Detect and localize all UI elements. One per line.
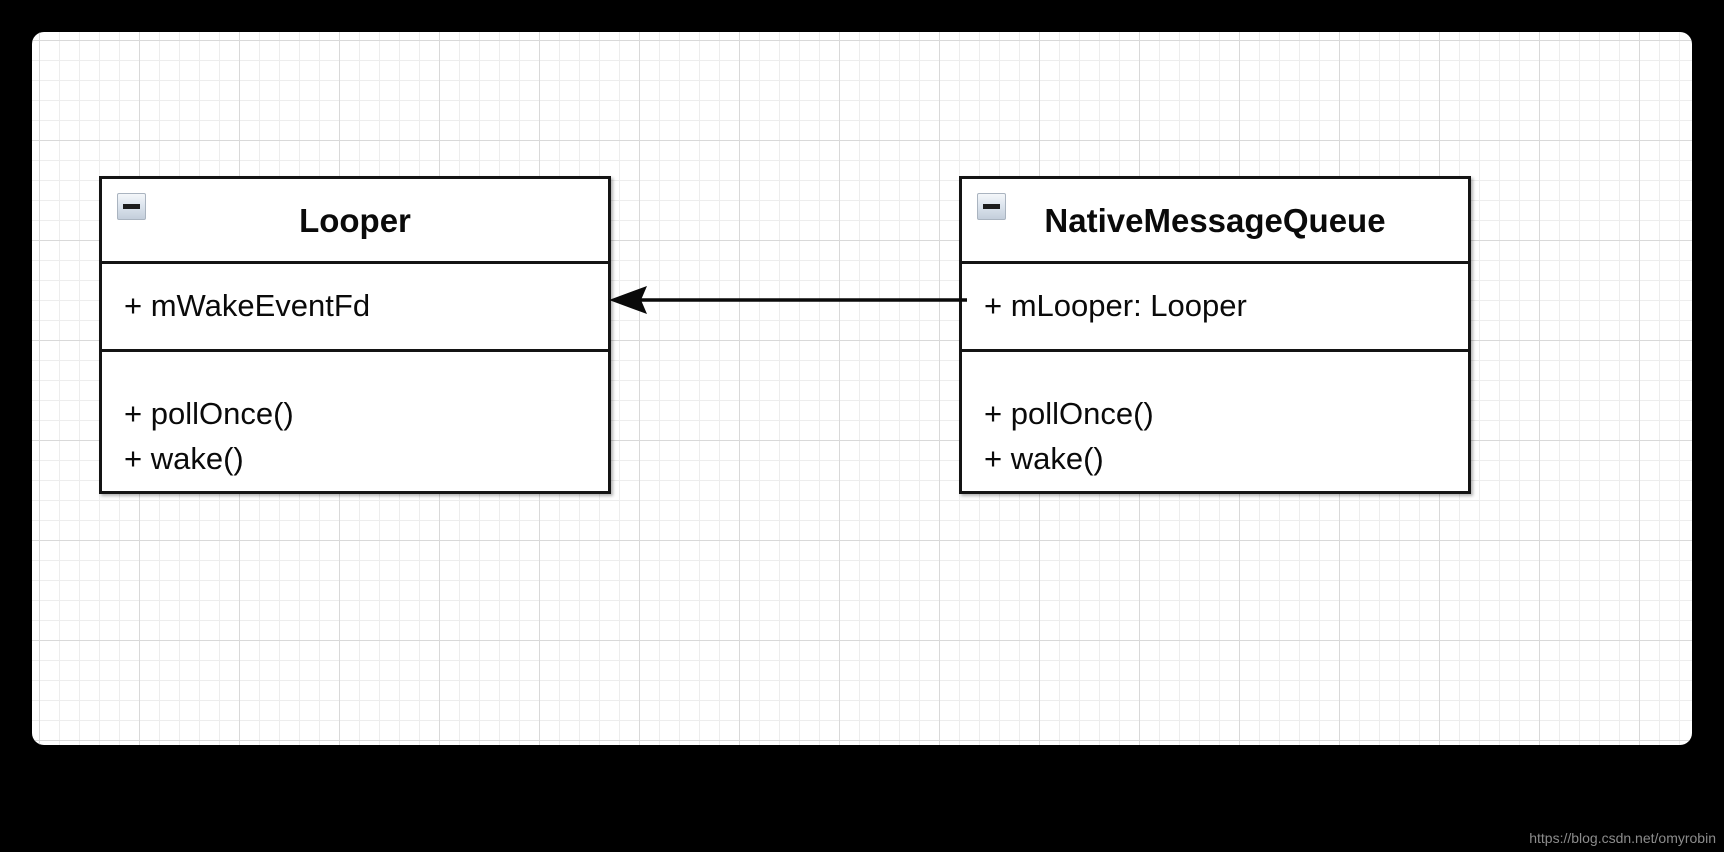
attribute-item: + mLooper: Looper <box>984 288 1247 324</box>
operation-item: + wake() <box>124 440 244 476</box>
uml-class-looper[interactable]: Looper + mWakeEventFd + pollOnce() + wak… <box>99 176 611 494</box>
class-name-native-message-queue: NativeMessageQueue <box>1044 201 1386 239</box>
class-attributes-native-message-queue: + mLooper: Looper <box>962 264 1468 352</box>
uml-class-native-message-queue[interactable]: NativeMessageQueue + mLooper: Looper + p… <box>959 176 1471 494</box>
minus-icon[interactable] <box>117 193 146 220</box>
minus-glyph <box>983 204 1000 209</box>
arrowhead-filled-triangle <box>609 286 647 314</box>
class-operations-native-message-queue: + pollOnce() + wake() <box>962 352 1468 493</box>
operation-item: + wake() <box>984 440 1104 476</box>
class-header-native-message-queue: NativeMessageQueue <box>962 179 1468 264</box>
class-name-looper: Looper <box>299 201 411 239</box>
attribute-item: + mWakeEventFd <box>124 288 371 324</box>
minus-glyph <box>123 204 140 209</box>
association-arrow-nmq-to-looper[interactable] <box>607 280 967 320</box>
class-operations-looper: + pollOnce() + wake() <box>102 352 608 493</box>
class-attributes-looper: + mWakeEventFd <box>102 264 608 352</box>
minus-icon[interactable] <box>977 193 1006 220</box>
operation-item: + pollOnce() <box>984 396 1154 431</box>
diagram-canvas: Looper + mWakeEventFd + pollOnce() + wak… <box>32 32 1692 745</box>
class-header-looper: Looper <box>102 179 608 264</box>
watermark-text: https://blog.csdn.net/omyrobin <box>1529 830 1716 846</box>
operation-item: + pollOnce() <box>124 396 294 431</box>
